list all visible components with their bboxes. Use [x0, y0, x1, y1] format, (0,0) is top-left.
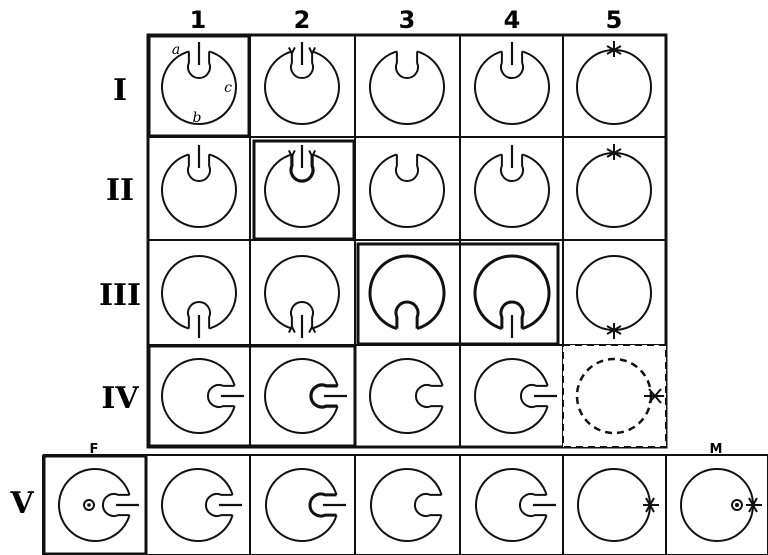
point-label-c: c: [224, 80, 232, 96]
cell-glyph: [266, 469, 346, 541]
cell-glyph: [577, 256, 651, 339]
outer-circle: [577, 50, 651, 124]
cell-glyph: [162, 359, 244, 433]
cell-glyph: [370, 154, 444, 227]
outer-arc: [370, 51, 444, 124]
cell-glyph: [265, 359, 347, 433]
row-label-IV: IV: [101, 381, 139, 416]
cell-glyph: [370, 51, 444, 124]
cell-glyph: [370, 256, 444, 329]
cell-glyph: [265, 256, 339, 338]
row-label-I: I: [113, 73, 127, 108]
row-label-III: III: [99, 278, 141, 313]
outer-arc: [370, 359, 443, 433]
nucleus-dot: [735, 503, 739, 507]
cell-glyph: [577, 41, 651, 124]
diagram-cells: [59, 41, 762, 541]
row-label-V: V: [9, 486, 34, 521]
cell-glyph: [265, 145, 339, 227]
cell-glyph: [476, 469, 556, 541]
diagram-grid: [43, 35, 768, 555]
inner-bulb: [415, 494, 442, 516]
cell-glyph: [681, 469, 762, 541]
column-label-5: 5: [606, 6, 623, 34]
cell-glyph: [475, 359, 557, 433]
inner-bulb: [396, 51, 418, 78]
cell-glyph: [370, 359, 443, 433]
cell-glyph: [371, 469, 442, 541]
cell-glyph: [265, 42, 339, 124]
cell-glyph: [475, 256, 549, 338]
cell-glyph: [577, 144, 651, 227]
cell-glyph: [162, 145, 236, 227]
outer-arc: [370, 256, 444, 329]
f-nucleus-dot: [87, 503, 91, 507]
cell-glyph: [162, 469, 242, 541]
inner-bulb: [416, 385, 443, 407]
column-label-1: 1: [190, 6, 207, 34]
column-label-3: 3: [399, 6, 416, 34]
column-label-2: 2: [294, 6, 311, 34]
cell-glyph: [578, 469, 659, 541]
outer-arc: [370, 154, 444, 227]
outer-circle: [578, 469, 650, 541]
column-label-4: 4: [504, 6, 521, 34]
outer-arc: [371, 469, 442, 541]
cell-glyph: [59, 469, 139, 541]
outer-circle: [577, 153, 651, 227]
outer-circle: [577, 256, 651, 330]
cell-glyph: [475, 145, 549, 227]
inner-bulb: [396, 154, 418, 181]
cell-glyph: [475, 42, 549, 124]
row-label-II: II: [106, 173, 134, 208]
cell-glyph: [162, 256, 236, 338]
inner-bulb: [396, 302, 418, 329]
